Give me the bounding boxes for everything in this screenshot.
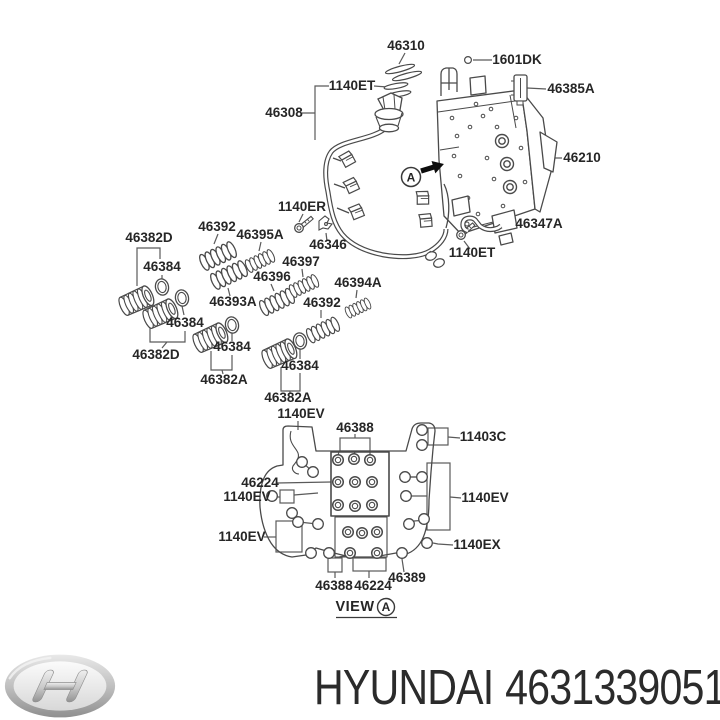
- label-46346: 46346: [309, 237, 347, 252]
- view-caption: VIEW A: [335, 597, 397, 619]
- label-46382d-2: 46382D: [132, 347, 180, 362]
- part-number-text: 4631339051: [505, 661, 720, 715]
- harness-connector-glyph: [342, 176, 361, 195]
- harness-connector-glyph: [416, 211, 435, 230]
- hyundai-logo-icon: [4, 654, 116, 718]
- label-1140et-bolt: 1140ET: [449, 245, 496, 260]
- view-caption-text: VIEW: [335, 599, 374, 615]
- view-caption-marker-letter: A: [382, 600, 391, 614]
- label-46224-1: 46224: [241, 475, 279, 490]
- part-labels: 46310 1601DK 1140ET 46308 46385A 46210 1…: [125, 38, 600, 593]
- label-46393a: 46393A: [209, 294, 257, 309]
- label-46394a: 46394A: [334, 275, 382, 290]
- harness-connector-glyph: [337, 149, 357, 169]
- label-46397: 46397: [282, 254, 320, 269]
- label-1140er: 1140ER: [278, 199, 326, 214]
- label-46392-2: 46392: [303, 295, 341, 310]
- spring-glyph: [343, 296, 373, 320]
- small-parts-top: [383, 55, 528, 106]
- plate-studs: [331, 452, 384, 560]
- leader-lines: [136, 52, 562, 578]
- oring-glyph: [153, 276, 171, 298]
- harness-connector-glyph: [412, 188, 433, 208]
- label-46308: 46308: [265, 105, 303, 120]
- harness-connector-glyph: [347, 202, 366, 221]
- label-46382a-2: 46382A: [264, 390, 312, 405]
- label-46389: 46389: [388, 570, 426, 585]
- bolt-1140er-glyph: [292, 215, 317, 235]
- detail-arrow-icon: [420, 160, 444, 174]
- label-1140ev-1: 1140EV: [277, 406, 324, 421]
- label-46395a: 46395A: [236, 227, 284, 242]
- parts-diagram: A VIEW: [115, 38, 601, 619]
- label-46382d-1: 46382D: [125, 230, 173, 245]
- oil-tube-46347a-glyph: [460, 215, 503, 234]
- clip-46346-glyph: [318, 215, 333, 231]
- label-46310: 46310: [387, 38, 425, 53]
- label-46384-1: 46384: [143, 259, 181, 274]
- label-46392-1: 46392: [198, 219, 236, 234]
- connector-46385a-glyph: [511, 74, 528, 106]
- label-46224-2: 46224: [354, 578, 392, 593]
- gasket-1140et-glyph: [383, 82, 409, 90]
- label-1601dk: 1601DK: [492, 52, 542, 67]
- label-1140ex: 1140EX: [453, 537, 500, 552]
- label-46388-2: 46388: [315, 578, 353, 593]
- detail-marker-letter: A: [407, 171, 416, 185]
- label-11403c: 11403C: [460, 429, 507, 444]
- label-1140ev-4: 1140EV: [218, 529, 265, 544]
- harness-grommet-glyph: [374, 92, 404, 133]
- retainer-clip-46310-glyph: [384, 63, 416, 75]
- label-46382a-1: 46382A: [200, 372, 248, 387]
- label-46396: 46396: [253, 269, 291, 284]
- label-46347a: 46347A: [515, 216, 563, 231]
- wiring-harness-46308-glyph: [323, 92, 450, 268]
- label-46384-3: 46384: [213, 339, 251, 354]
- bolt-1601dk-glyph: [464, 55, 473, 64]
- label-1140ev-2: 1140EV: [223, 489, 270, 504]
- detail-marker: A: [400, 160, 444, 188]
- label-46384-2: 46384: [166, 315, 204, 330]
- valve-body-assembly-glyph: [436, 67, 558, 246]
- brand-text: HYUNDAI: [314, 661, 494, 715]
- label-1140et-top: 1140ET: [329, 78, 376, 93]
- label-46210: 46210: [563, 150, 601, 165]
- label-46388-1: 46388: [336, 420, 374, 435]
- label-46384-4: 46384: [281, 358, 319, 373]
- valve-body-plate-view: [259, 422, 436, 560]
- label-46385a: 46385A: [547, 81, 595, 96]
- label-1140ev-3: 1140EV: [461, 490, 508, 505]
- spring-glyph: [304, 315, 342, 345]
- oring-glyph: [173, 287, 191, 309]
